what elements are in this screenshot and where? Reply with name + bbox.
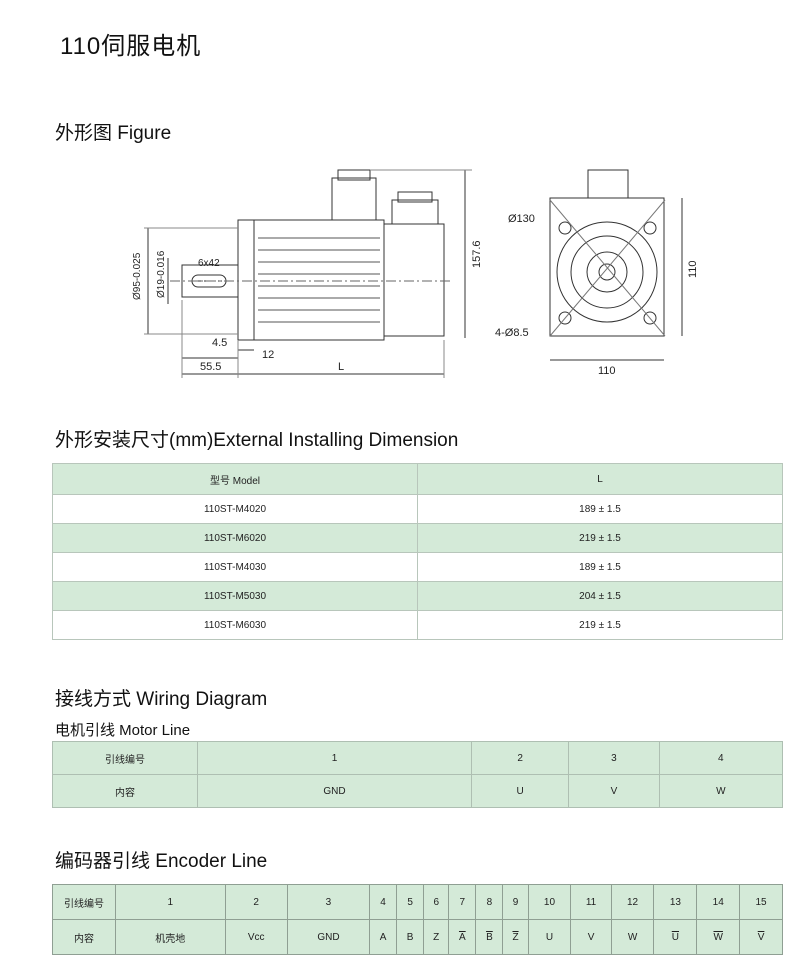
pin-number-cell: 3 [568, 741, 660, 775]
rear-cap [383, 223, 445, 337]
pin-number-cell: 2 [224, 884, 288, 920]
length-cell: 204 ± 1.5 [417, 581, 783, 611]
pin-number-cell: 15 [739, 884, 783, 920]
pin-number-cell: 4 [658, 741, 784, 775]
pin-number-cell: 2 [471, 741, 570, 775]
pin-number-cell: 9 [502, 884, 529, 920]
flange-outline [237, 219, 255, 341]
motor-outline-drawing: 6x42 Ø95-0.025 Ø19-0.016 4.5 12 55.5 L 1… [132, 169, 699, 378]
pin-content-cell: A [368, 919, 398, 955]
length-cell: 189 ± 1.5 [417, 552, 783, 582]
table-row: 引线编号 1 2 3 4 5 6 7 8 9 10 11 12 13 14 15 [52, 884, 783, 920]
row-label-content: 内容 [52, 919, 116, 955]
pin-number-cell: 6 [423, 884, 450, 920]
length-cell: 219 ± 1.5 [417, 523, 783, 553]
label-dim-L: L [338, 361, 344, 373]
page-title: 110伺服电机 [60, 33, 202, 60]
label-dim-55-5: 55.5 [200, 361, 221, 373]
pin-number-cell: 14 [696, 884, 741, 920]
pin-number-cell: 7 [448, 884, 477, 920]
pin-number-cell: 1 [196, 741, 473, 775]
dimension-table: 型号 Model L 110ST-M4020 189 ± 1.5 110ST-M… [52, 463, 783, 640]
section-title-wiring: 接线方式 Wiring Diagram [55, 689, 268, 710]
pin-content-cell: Z [423, 919, 450, 955]
pin-number-cell: 3 [286, 884, 370, 920]
length-cell: 219 ± 1.5 [417, 610, 783, 640]
section-title-figure: 外形图 Figure [55, 123, 172, 144]
pin-content-cell: W [610, 919, 655, 955]
pin-content-cell: U [471, 774, 570, 808]
power-connector [331, 177, 377, 221]
label-dim-4-5: 4.5 [212, 337, 227, 349]
pin-number-cell: 10 [527, 884, 572, 920]
header-L: L [417, 463, 783, 495]
label-flange-dia: Ø95-0.025 [132, 252, 143, 300]
header-model: 型号 Model [52, 463, 418, 495]
pin-content-cell: V [739, 919, 783, 955]
motor-line-table: 引线编号 1 2 3 4 内容 GND U V W [52, 741, 784, 808]
pin-number-cell: 11 [570, 884, 612, 920]
subsection-title-motor-line: 电机引线 Motor Line [55, 722, 191, 739]
pin-content-cell: GND [286, 919, 370, 955]
label-holes: 4-Ø8.5 [495, 327, 529, 339]
pin-content-cell: U [653, 919, 698, 955]
label-shaft-key: 6x42 [198, 258, 220, 269]
model-cell: 110ST-M6020 [52, 523, 418, 553]
pin-content-cell: B [396, 919, 425, 955]
encoder-line-table: 引线编号 1 2 3 4 5 6 7 8 9 10 11 12 13 14 15… [52, 884, 783, 955]
table-row: 110ST-M6030 219 ± 1.5 [52, 610, 783, 640]
row-label-number: 引线编号 [52, 741, 198, 775]
section-title-encoder-line: 编码器引线 Encoder Line [55, 851, 268, 872]
model-cell: 110ST-M5030 [52, 581, 418, 611]
pin-content-cell: V [570, 919, 612, 955]
table-row: 内容 机壳地 Vcc GND A B Z A B Z U V W U W V [52, 919, 783, 955]
row-label-number: 引线编号 [52, 884, 116, 920]
model-cell: 110ST-M4020 [52, 494, 418, 524]
table-row: 110ST-M4030 189 ± 1.5 [52, 552, 783, 582]
pin-number-cell: 8 [475, 884, 504, 920]
pin-number-cell: 1 [115, 884, 226, 920]
pin-number-cell: 12 [610, 884, 655, 920]
section-title-dimension: 外形安装尺寸(mm)External Installing Dimension [55, 430, 459, 451]
row-label-content: 内容 [52, 774, 198, 808]
pin-content-cell: Vcc [224, 919, 288, 955]
pin-content-cell: GND [196, 774, 473, 808]
pin-number-cell: 4 [368, 884, 398, 920]
table-row: 110ST-M6020 219 ± 1.5 [52, 523, 783, 553]
table-row: 引线编号 1 2 3 4 [52, 741, 784, 775]
front-view-circle-outer [556, 221, 658, 323]
table-row: 110ST-M5030 204 ± 1.5 [52, 581, 783, 611]
label-width-110: 110 [598, 365, 616, 377]
table-header-row: 型号 Model L [52, 463, 783, 495]
pin-content-cell: V [568, 774, 660, 808]
pin-number-cell: 5 [396, 884, 425, 920]
label-dim-12: 12 [262, 349, 274, 361]
pin-content-cell: U [527, 919, 572, 955]
length-cell: 189 ± 1.5 [417, 494, 783, 524]
front-view-connector [587, 169, 629, 199]
label-shaft-dia: Ø19-0.016 [156, 250, 167, 298]
model-cell: 110ST-M6030 [52, 610, 418, 640]
pin-number-cell: 13 [653, 884, 698, 920]
pin-content-cell: A [448, 919, 477, 955]
pin-content-cell: W [658, 774, 784, 808]
label-height-157-6: 157.6 [471, 240, 483, 268]
pin-content-cell: 机壳地 [115, 919, 226, 955]
label-height-110: 110 [687, 260, 699, 278]
pin-content-cell: B [475, 919, 504, 955]
pin-content-cell: W [696, 919, 741, 955]
model-cell: 110ST-M4030 [52, 552, 418, 582]
pin-content-cell: Z [502, 919, 529, 955]
table-row: 110ST-M4020 189 ± 1.5 [52, 494, 783, 524]
label-pcd: Ø130 [508, 213, 535, 225]
table-row: 内容 GND U V W [52, 774, 784, 808]
encoder-connector [391, 199, 439, 225]
